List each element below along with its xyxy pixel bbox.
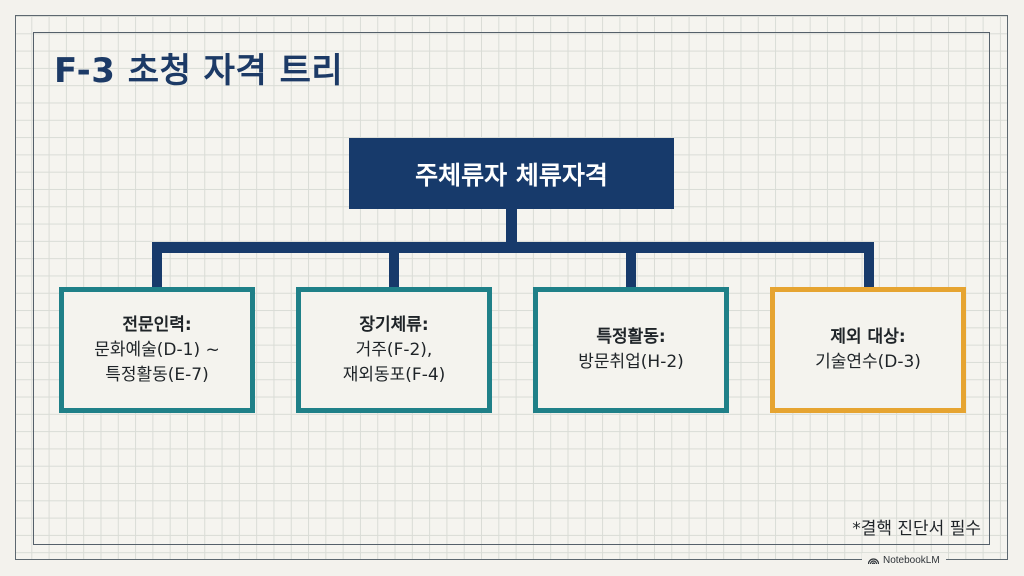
child-node-professional: 전문인력: 문화예술(D-1) ~ 특정활동(E-7) [59, 287, 255, 413]
connector-horizontal-bar [152, 242, 874, 253]
child-node-excluded: 제외 대상: 기술연수(D-3) [770, 287, 966, 413]
root-node: 주체류자 체류자격 [349, 138, 674, 209]
child-detail: 문화예술(D-1) ~ [94, 339, 220, 360]
child-node-specific-activity: 특정활동: 방문취업(H-2) [533, 287, 729, 413]
connector-drop-1 [152, 242, 162, 288]
inner-frame [33, 32, 990, 545]
child-node-long-term-stay: 장기체류: 거주(F-2), 재외동포(F-4) [296, 287, 492, 413]
brand-label: NotebookLM [883, 554, 940, 566]
connector-drop-2 [389, 242, 399, 288]
connector-root-stem [506, 209, 517, 245]
notebooklm-logo-icon [868, 557, 879, 564]
child-detail: 거주(F-2), [355, 339, 433, 360]
footnote: *결핵 진단서 필수 [852, 519, 981, 539]
child-detail: 재외동포(F-4) [342, 364, 446, 385]
root-node-label: 주체류자 체류자격 [415, 160, 608, 190]
child-title: 제외 대상: [830, 327, 906, 347]
child-title: 장기체류: [359, 314, 429, 335]
child-detail: 방문취업(H-2) [578, 352, 684, 372]
child-detail: 특정활동(E-7) [105, 364, 209, 385]
page-title: F-3 초청 자격 트리 [54, 51, 344, 91]
child-title: 특정활동: [596, 327, 666, 347]
brand-watermark: NotebookLM [862, 553, 946, 567]
connector-drop-4 [864, 242, 874, 288]
connector-drop-3 [626, 242, 636, 288]
child-detail: 기술연수(D-3) [815, 352, 921, 372]
child-title: 전문인력: [122, 314, 192, 335]
